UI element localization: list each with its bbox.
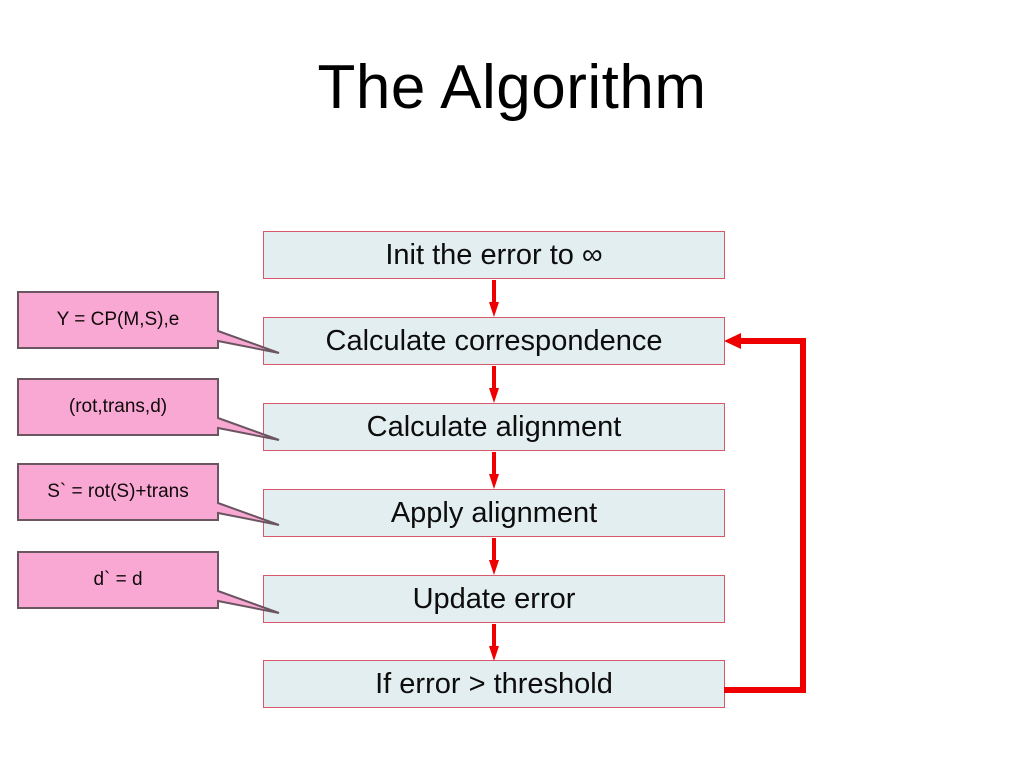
feedback-loop-segment-right xyxy=(800,338,806,693)
flow-step-label: Calculate alignment xyxy=(366,411,622,443)
callout-label: (rot,trans,d) xyxy=(68,396,168,417)
feedback-loop-segment-top xyxy=(740,338,806,344)
callout-shape xyxy=(17,463,280,526)
flow-step-label: If error > threshold xyxy=(375,668,613,700)
flow-step-label: Calculate correspondence xyxy=(325,325,663,357)
callout-apply-alignment[interactable]: S` = rot(S)+trans xyxy=(17,463,280,533)
callout-update-error[interactable]: d` = d xyxy=(17,551,280,621)
arrow-stem xyxy=(492,624,496,650)
arrow-down-icon xyxy=(489,538,499,576)
arrow-down-icon xyxy=(489,366,499,404)
callout-shape xyxy=(17,551,280,614)
arrow-head xyxy=(489,302,499,317)
feedback-loop-segment-bottom xyxy=(724,687,806,693)
flow-step-calculate-alignment[interactable]: Calculate alignment xyxy=(263,403,725,451)
flow-step-label: Update error xyxy=(412,583,576,615)
callout-correspondence[interactable]: Y = CP(M,S),e xyxy=(17,291,280,361)
arrow-head xyxy=(489,560,499,575)
arrow-down-icon xyxy=(489,452,499,490)
arrow-down-icon xyxy=(489,624,499,662)
flow-step-calculate-correspondence[interactable]: Calculate correspondence xyxy=(263,317,725,365)
arrow-stem xyxy=(492,452,496,478)
callout-alignment[interactable]: (rot,trans,d) xyxy=(17,378,280,448)
callout-label: d` = d xyxy=(93,569,143,590)
flow-step-label: Apply alignment xyxy=(390,497,598,529)
callout-shape xyxy=(17,378,280,441)
arrow-left-icon xyxy=(724,333,741,349)
arrow-stem xyxy=(492,366,496,392)
flow-step-apply-alignment[interactable]: Apply alignment xyxy=(263,489,725,537)
callout-label: Y = CP(M,S),e xyxy=(56,309,180,330)
arrow-head xyxy=(489,388,499,403)
arrow-down-icon xyxy=(489,280,499,318)
flow-step-label: Init the error to ∞ xyxy=(385,239,603,271)
arrow-head xyxy=(489,474,499,489)
callout-label: S` = rot(S)+trans xyxy=(47,481,189,502)
arrow-stem xyxy=(492,538,496,564)
callout-shape xyxy=(17,291,280,354)
arrow-head xyxy=(489,646,499,661)
flow-step-init-error[interactable]: Init the error to ∞ xyxy=(263,231,725,279)
arrow-stem xyxy=(492,280,496,306)
flow-step-update-error[interactable]: Update error xyxy=(263,575,725,623)
page-title: The Algorithm xyxy=(317,53,707,122)
flow-step-if-error-threshold[interactable]: If error > threshold xyxy=(263,660,725,708)
